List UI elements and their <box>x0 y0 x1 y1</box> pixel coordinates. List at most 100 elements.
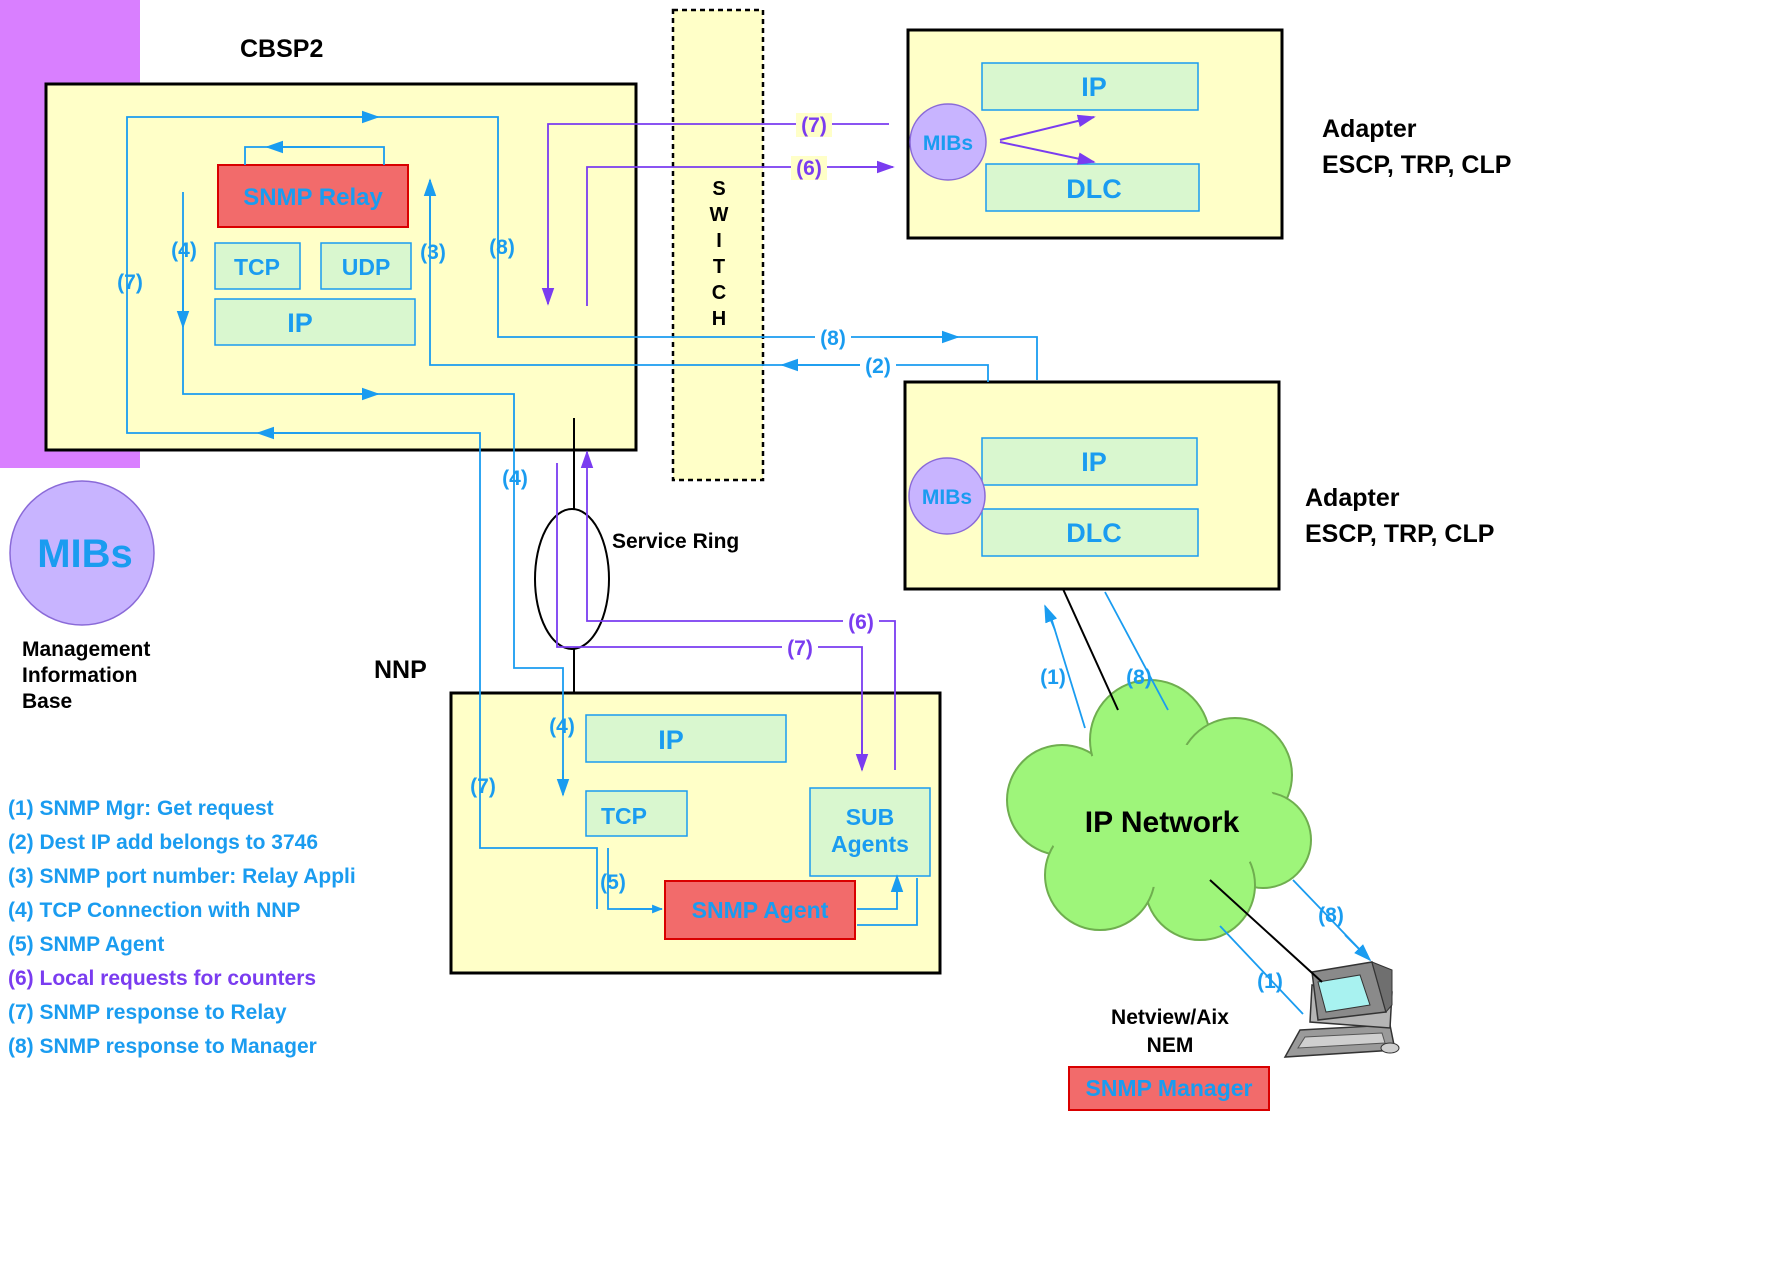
mib-legend-line-1: Management <box>22 638 150 661</box>
nnp-ip-label: IP <box>658 725 684 755</box>
flow-1-upper-a <box>1049 613 1086 729</box>
cbsp2-tcp-box <box>214 242 301 290</box>
network-step-1-pc: (1) <box>1257 970 1283 993</box>
flow-6-adapter-path <box>586 166 889 306</box>
network-step-8-pc: (8) <box>1318 904 1344 927</box>
adapter-mid-mibs-circle <box>908 457 986 535</box>
flow-3-2-path <box>429 180 989 382</box>
violet-arrowheads <box>541 160 895 772</box>
cbsp2-ip-label: IP <box>287 308 313 338</box>
flow-legend: (1) SNMP Mgr: Get request (2) Dest IP ad… <box>8 797 356 1058</box>
label-bg <box>782 636 818 660</box>
flow-7-adapter-path <box>547 123 889 300</box>
switch-letter: H <box>712 308 726 330</box>
legend-item: (6) Local requests for counters <box>8 967 316 990</box>
cbsp2-step-3: (3) <box>420 241 446 264</box>
adapter-top-req-7: (7) <box>801 114 827 137</box>
cbsp2-ip-box <box>214 298 416 346</box>
switch-letter: C <box>712 282 726 304</box>
blue-arrowheads <box>176 110 1372 962</box>
flow-agent-loop-path <box>857 878 918 926</box>
adapter-top-ip-box <box>981 62 1199 111</box>
nnp-sub-agents-line-1: SUB <box>846 804 895 830</box>
cbsp2-snmp-relay-label: SNMP Relay <box>243 184 383 211</box>
nnp-tcp-label: TCP <box>601 803 647 829</box>
adapter-mid-title-1: Adapter <box>1305 484 1400 512</box>
manager-line-1: Netview/Aix <box>1111 1006 1229 1029</box>
adapter-mid-title-2: ESCP, TRP, CLP <box>1305 520 1494 548</box>
adapter-mid-dlc-label: DLC <box>1066 518 1122 548</box>
mib-legend-line-2: Information <box>22 664 138 687</box>
switch-letter: W <box>710 204 729 226</box>
adapter-top-mibs-ip-arrow <box>999 114 1096 141</box>
mib-legend-circle <box>9 480 155 626</box>
label-bg <box>791 156 827 180</box>
network-link-upper <box>1062 588 1119 711</box>
flow-7-nnp-path <box>479 827 598 909</box>
legend-item: (5) SNMP Agent <box>8 933 164 956</box>
switch-box <box>671 8 765 482</box>
service-ring-label: Service Ring <box>612 530 739 553</box>
nnp-snmp-agent-box <box>664 880 856 940</box>
network-link-lower <box>1209 879 1323 983</box>
cbsp2-step-4: (4) <box>171 239 197 262</box>
cbsp2-udp-label: UDP <box>342 254 391 280</box>
nnp-tcp-box <box>585 790 688 837</box>
legend-item: (3) SNMP port number: Relay Appli <box>8 865 356 888</box>
nnp-step-5: (5) <box>600 871 626 894</box>
ring-step-6: (6) <box>848 611 874 634</box>
label-bg <box>815 326 851 350</box>
cbsp2-step-8: (8) <box>489 236 515 259</box>
nnp-step-4: (4) <box>549 715 575 738</box>
arrow-8-pc <box>1344 934 1372 962</box>
adapter-mid-ip-box <box>981 437 1198 486</box>
cbsp2-snmp-relay-box <box>217 164 409 228</box>
adapter-mid-flow-8: (8) <box>820 327 846 350</box>
mib-legend-line-3: Base <box>22 690 72 713</box>
adapter-top-dlc-label: DLC <box>1066 174 1122 204</box>
ring-step-7: (7) <box>787 637 813 660</box>
nnp-snmp-agent-label: SNMP Agent <box>692 897 829 923</box>
switch-letter: S <box>712 178 725 200</box>
adapter-mid-ip-label: IP <box>1081 447 1107 477</box>
adapter-mid-dlc-box <box>981 508 1199 557</box>
snmp-manager-label: SNMP Manager <box>1085 1075 1252 1101</box>
cbsp2-step-7: (7) <box>117 271 143 294</box>
snmp-manager-box <box>1068 1066 1270 1111</box>
switch-letters: S W I T C H <box>710 178 729 330</box>
label-bg <box>796 113 832 137</box>
flow-8-upper <box>1104 591 1169 711</box>
ip-network-cloud <box>1006 679 1312 941</box>
adapter-top-mibs-circle <box>909 103 987 181</box>
legend-item: (8) SNMP response to Manager <box>8 1035 317 1058</box>
nnp-sub-agents-box <box>809 787 931 877</box>
nnp-ip-box <box>585 714 787 763</box>
label-bg <box>860 354 896 378</box>
adapter-top-req-6: (6) <box>796 157 822 180</box>
nnp-step-7: (7) <box>470 775 496 798</box>
ring-step-4: (4) <box>502 467 528 490</box>
network-step-1: (1) <box>1040 666 1066 689</box>
mib-legend-circle-label: MIBs <box>37 532 133 576</box>
label-bg <box>843 610 879 634</box>
flow-6-ring-path <box>586 480 896 770</box>
service-ring <box>534 508 610 650</box>
manager-line-2: NEM <box>1147 1034 1194 1057</box>
cbsp2-title: CBSP2 <box>240 35 323 63</box>
computer-workstation-icon <box>1283 961 1400 1058</box>
ip-network-label: IP Network <box>1085 806 1240 839</box>
legend-item: (1) SNMP Mgr: Get request <box>8 797 274 820</box>
flow-7-ring-path <box>556 463 863 762</box>
switch-letter: T <box>713 256 725 278</box>
legend-item: (7) SNMP response to Relay <box>8 1001 287 1024</box>
adapter-top-mibs-label: MIBs <box>923 132 973 155</box>
adapter-mid-mibs-label: MIBs <box>922 486 972 509</box>
adapter-top-title-1: Adapter <box>1322 115 1417 143</box>
adapter-top-title-2: ESCP, TRP, CLP <box>1322 151 1511 179</box>
cbsp2-tcp-label: TCP <box>234 254 280 280</box>
adapter-mid-flow-2: (2) <box>865 355 891 378</box>
nnp-title: NNP <box>374 656 427 684</box>
flow-4-path <box>182 192 564 782</box>
switch-letter: I <box>716 230 722 252</box>
